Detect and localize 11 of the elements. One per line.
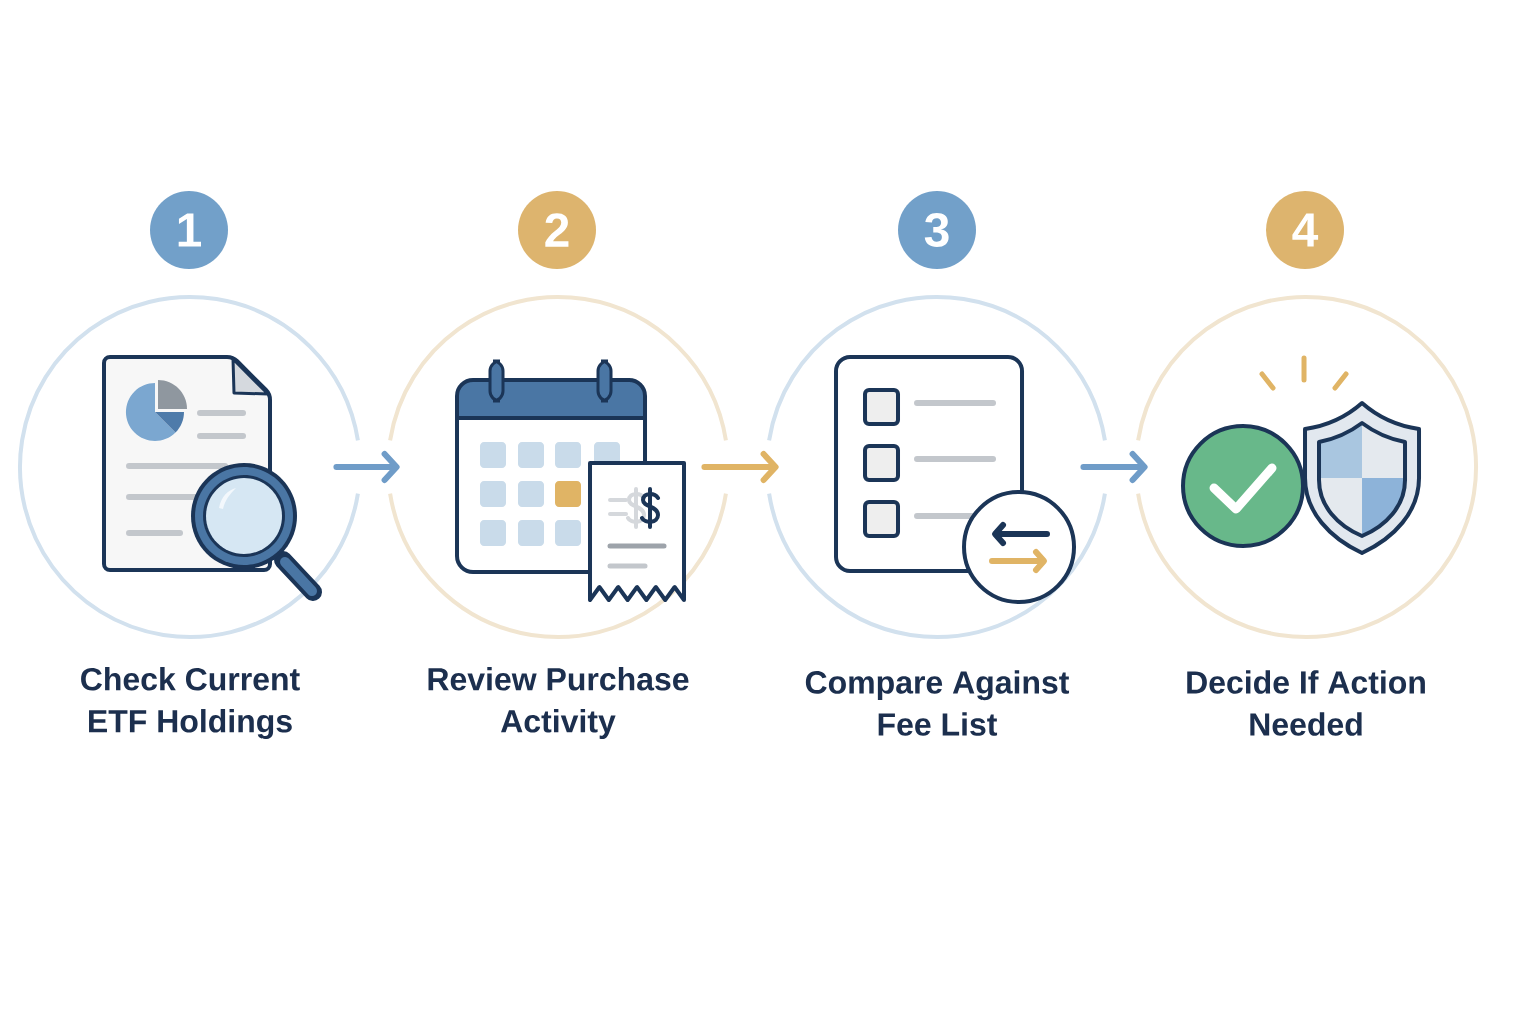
step-title: Check Current ETF Holdings (81, 667, 300, 739)
arrow (1080, 451, 1148, 483)
step-title: Decide If Action Needed (1187, 670, 1425, 736)
arrow (701, 451, 779, 483)
number-badge: 2 (518, 191, 596, 269)
step-title: Review Purchase Activity (428, 667, 689, 739)
step-title: Compare Against Fee List (805, 670, 1070, 736)
number-badge: 3 (898, 191, 976, 269)
number-badge: 1 (150, 191, 228, 269)
number-badge: 4 (1266, 191, 1344, 269)
arrow (333, 451, 400, 483)
